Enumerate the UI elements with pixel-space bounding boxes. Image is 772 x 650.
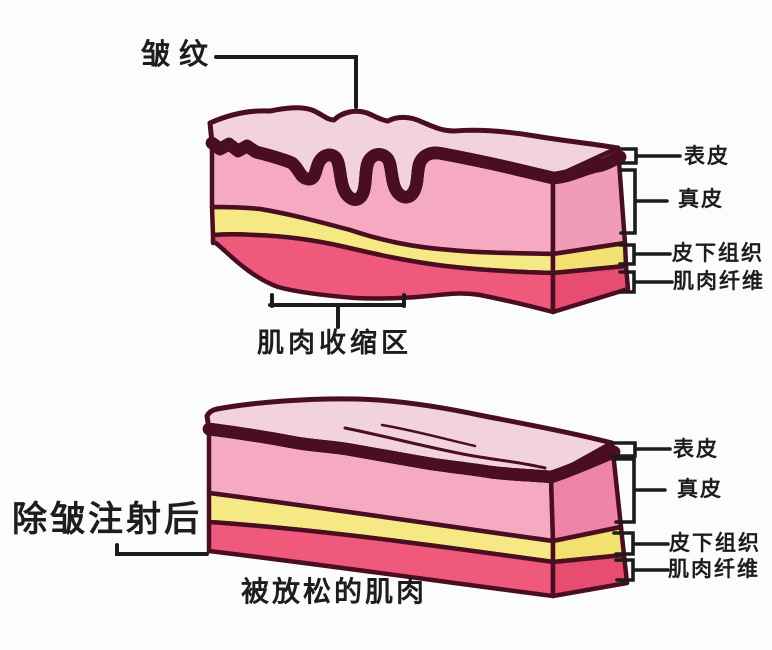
top-epidermis-label: 表皮 bbox=[684, 145, 730, 168]
bottom-muscle-fiber-bracket bbox=[614, 558, 670, 582]
bottom-epidermis-label: 表皮 bbox=[673, 438, 719, 461]
top-subcutaneous-label: 皮下组织 bbox=[672, 242, 764, 265]
wrinkle-label: 皱纹 bbox=[141, 39, 218, 71]
muscle-contraction-label: 肌肉收缩区 bbox=[257, 328, 412, 358]
bottom-block-surface-ripple bbox=[343, 426, 547, 470]
top-dermis-bracket bbox=[619, 168, 669, 235]
bottom-subcutaneous-label: 皮下组织 bbox=[669, 532, 761, 555]
top-subcutaneous-bracket bbox=[618, 243, 672, 266]
bottom-epidermis-bracket bbox=[610, 441, 672, 458]
wrinkled-skin-block bbox=[205, 105, 631, 315]
contraction-bracket bbox=[268, 293, 406, 329]
bottom-block-surface-ripple-2 bbox=[380, 423, 477, 448]
bottom-dermis-bracket bbox=[612, 457, 667, 524]
top-dermis-label: 真皮 bbox=[678, 188, 724, 211]
relaxed-skin-block bbox=[202, 396, 630, 599]
top-muscle-fiber-label: 肌肉纤维 bbox=[673, 270, 765, 293]
bottom-dermis-label: 真皮 bbox=[677, 478, 723, 501]
top-block-muscle-side bbox=[550, 263, 631, 315]
wrinkle-pointer-line bbox=[214, 55, 358, 109]
bottom-subcutaneous-bracket bbox=[612, 531, 670, 556]
top-muscle-fiber-bracket bbox=[618, 270, 674, 294]
relaxed-muscle-label: 被放松的肌肉 bbox=[241, 576, 428, 607]
bottom-muscle-fiber-label: 肌肉纤维 bbox=[668, 558, 760, 581]
top-epidermis-bracket bbox=[619, 147, 682, 165]
annotations bbox=[115, 55, 682, 582]
after-injection-caption: 除皱注射后 bbox=[12, 500, 203, 539]
injection-connector-line bbox=[115, 543, 209, 556]
top-block-muscle-front bbox=[210, 232, 556, 315]
bottom-block-muscle-side bbox=[550, 552, 630, 599]
